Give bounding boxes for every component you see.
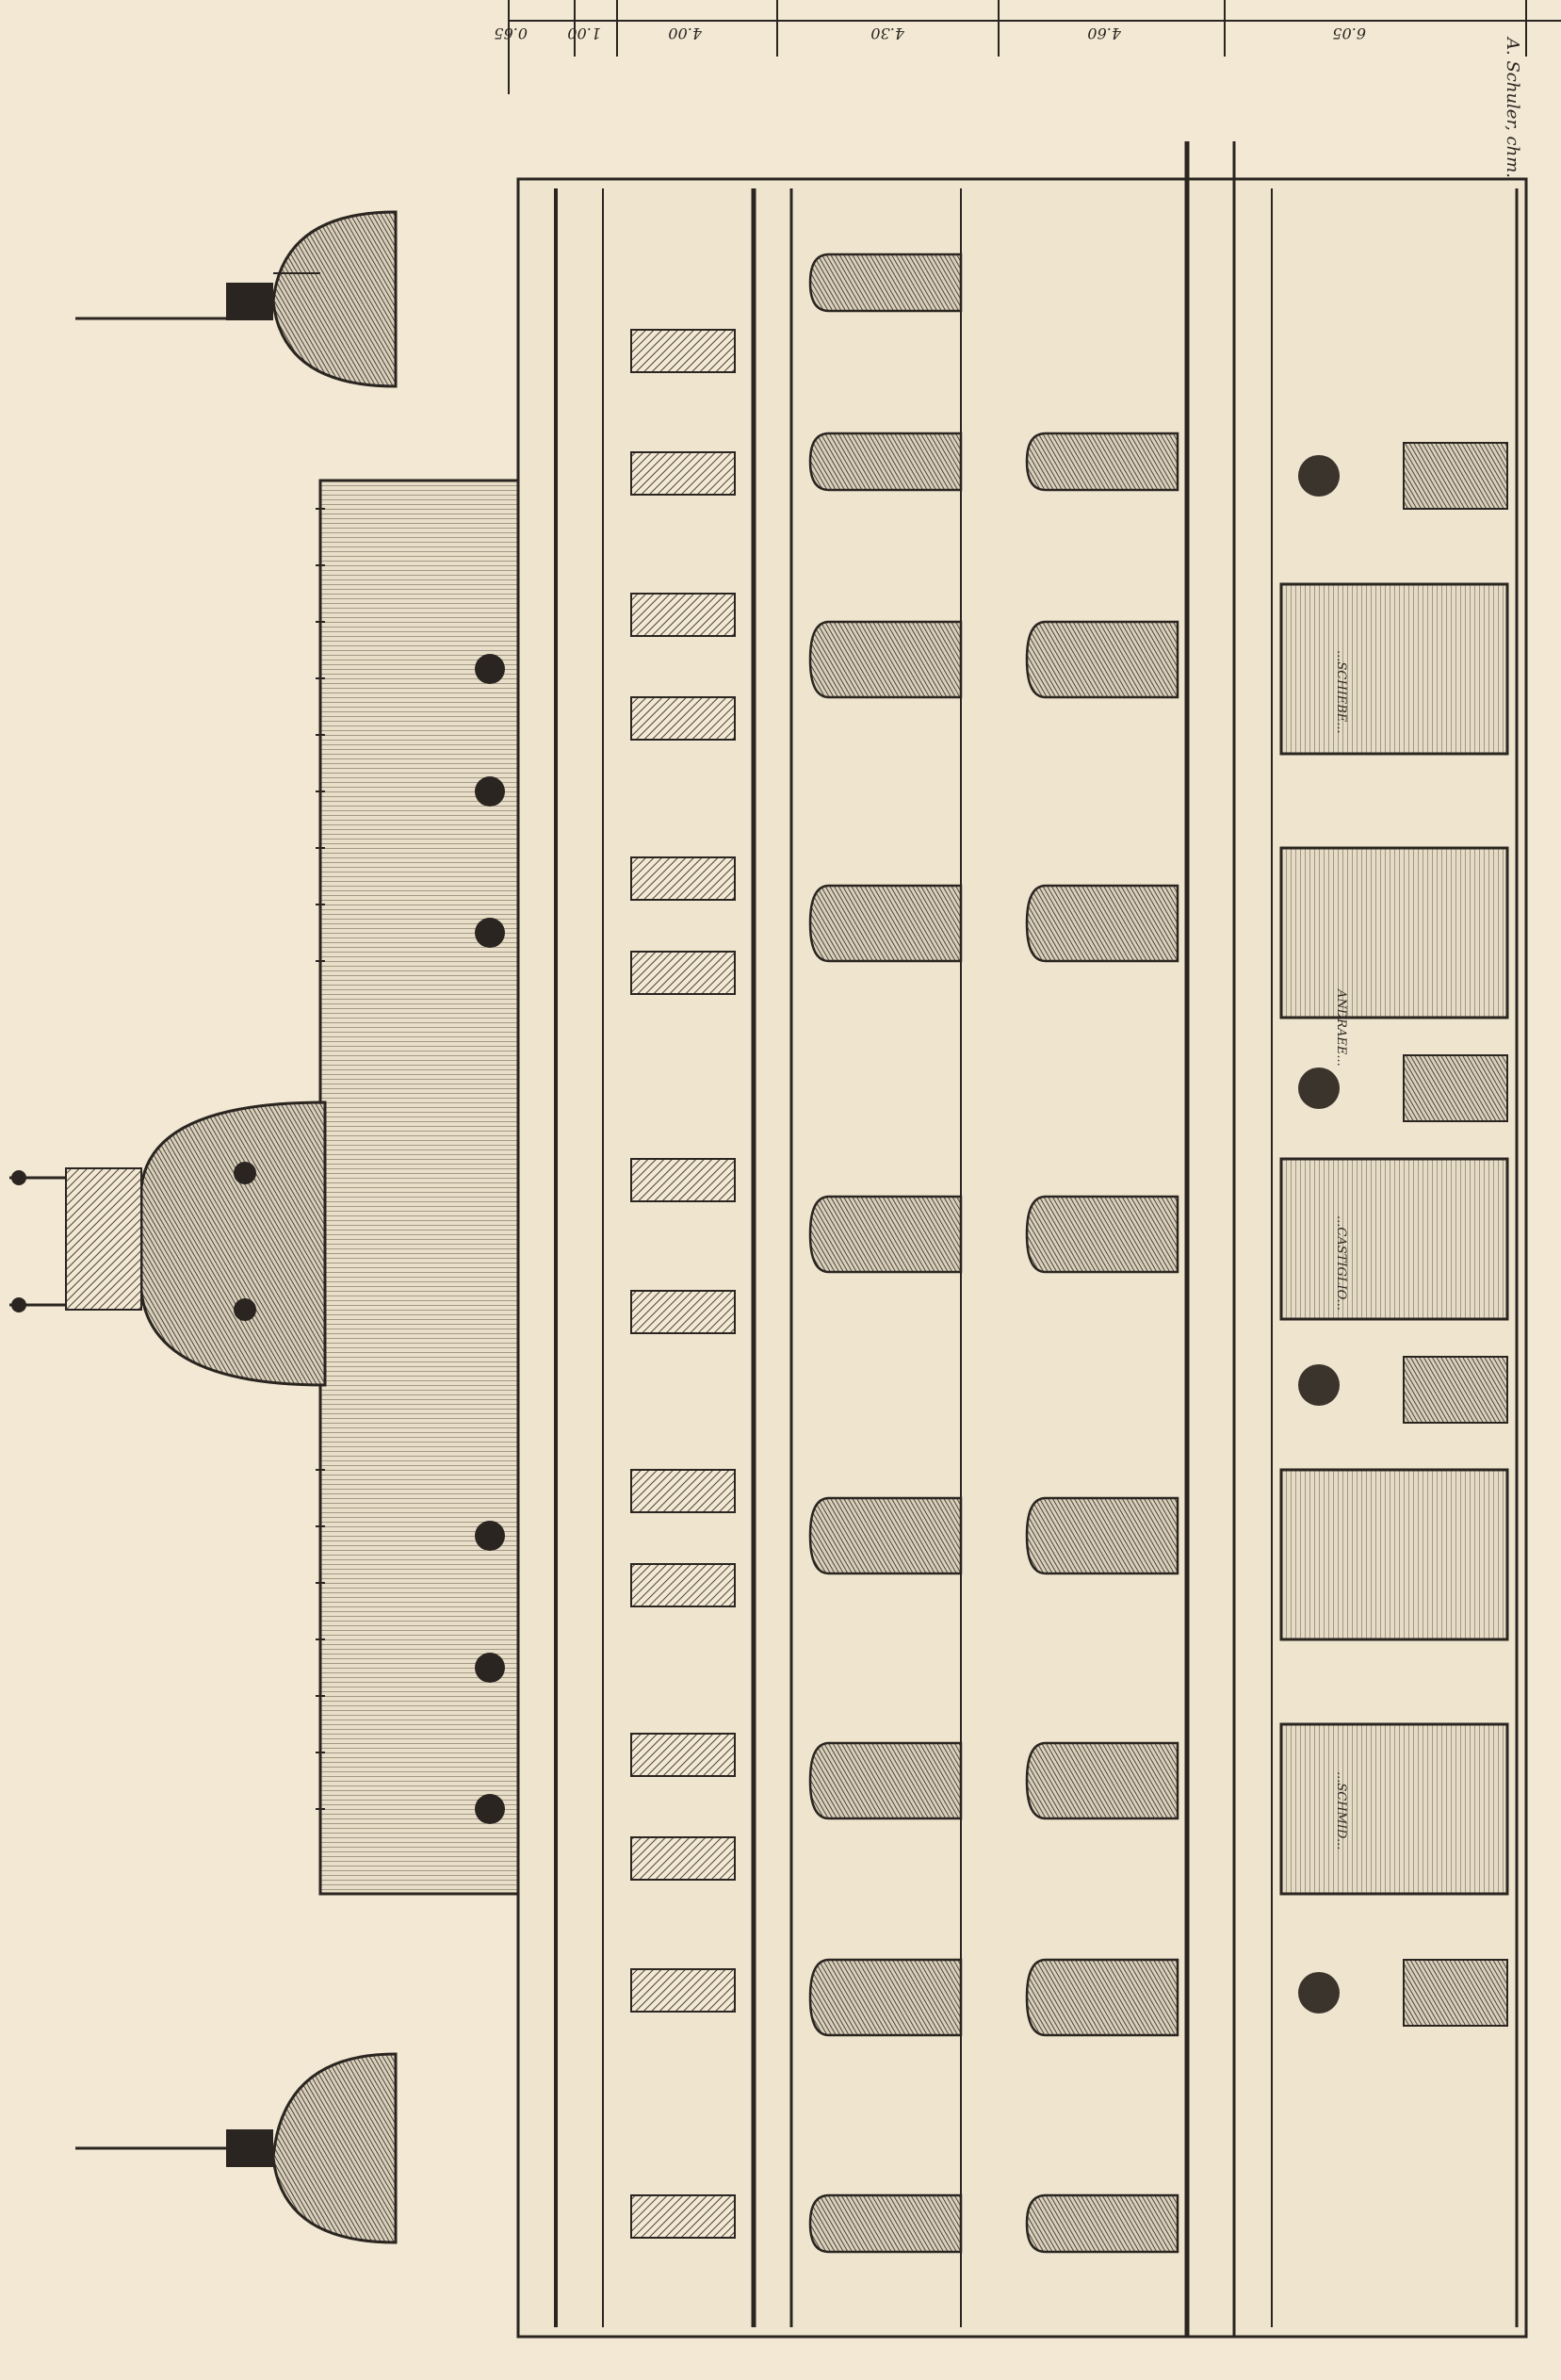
ground-floor-openings [1279,582,1509,1896]
dimension-label: 4.60 [1087,24,1122,42]
facade-inscription: ANDRAEE... [1334,988,1348,1067]
engraver-signature: A. Schuler, chm. [1503,36,1522,178]
dormer-oculus [475,1794,505,1824]
dimension-label: 4.00 [668,24,703,42]
corner-cupola-top [75,210,398,388]
dimension-label: 6.05 [1332,24,1366,42]
dome-ornament [234,1298,256,1321]
dimension-rule: 0.65 1.00 4.00 4.30 4.60 6.05 [494,0,1561,94]
dimension-label: 1.00 [567,24,601,42]
facade-inscription: ...CASTIGLIO... [1334,1215,1348,1311]
dimension-label: 4.30 [870,24,905,42]
facade-body [516,141,1528,2339]
dormer-oculus [475,776,505,807]
piano-nobile-windows [808,253,1179,2254]
dormer-oculus [475,1521,505,1551]
roof [316,479,520,1896]
top-floor-windows [630,329,736,2239]
dormer-oculus [475,1653,505,1683]
dimension-label: 0.65 [494,24,528,42]
ground-floor-doors [1403,442,1508,2027]
central-dome [9,1100,327,1387]
dome-ornament [234,1162,256,1184]
dormer-oculus [475,654,505,684]
facade-inscription: ...SCHIEBE... [1334,650,1348,734]
facade-inscription: ...SCHMID... [1334,1771,1348,1850]
dormer-oculus [475,918,505,948]
corner-cupola-bottom [75,2052,398,2244]
roof-cresting [316,508,325,1810]
ground-floor-medallions [1298,455,1340,2013]
